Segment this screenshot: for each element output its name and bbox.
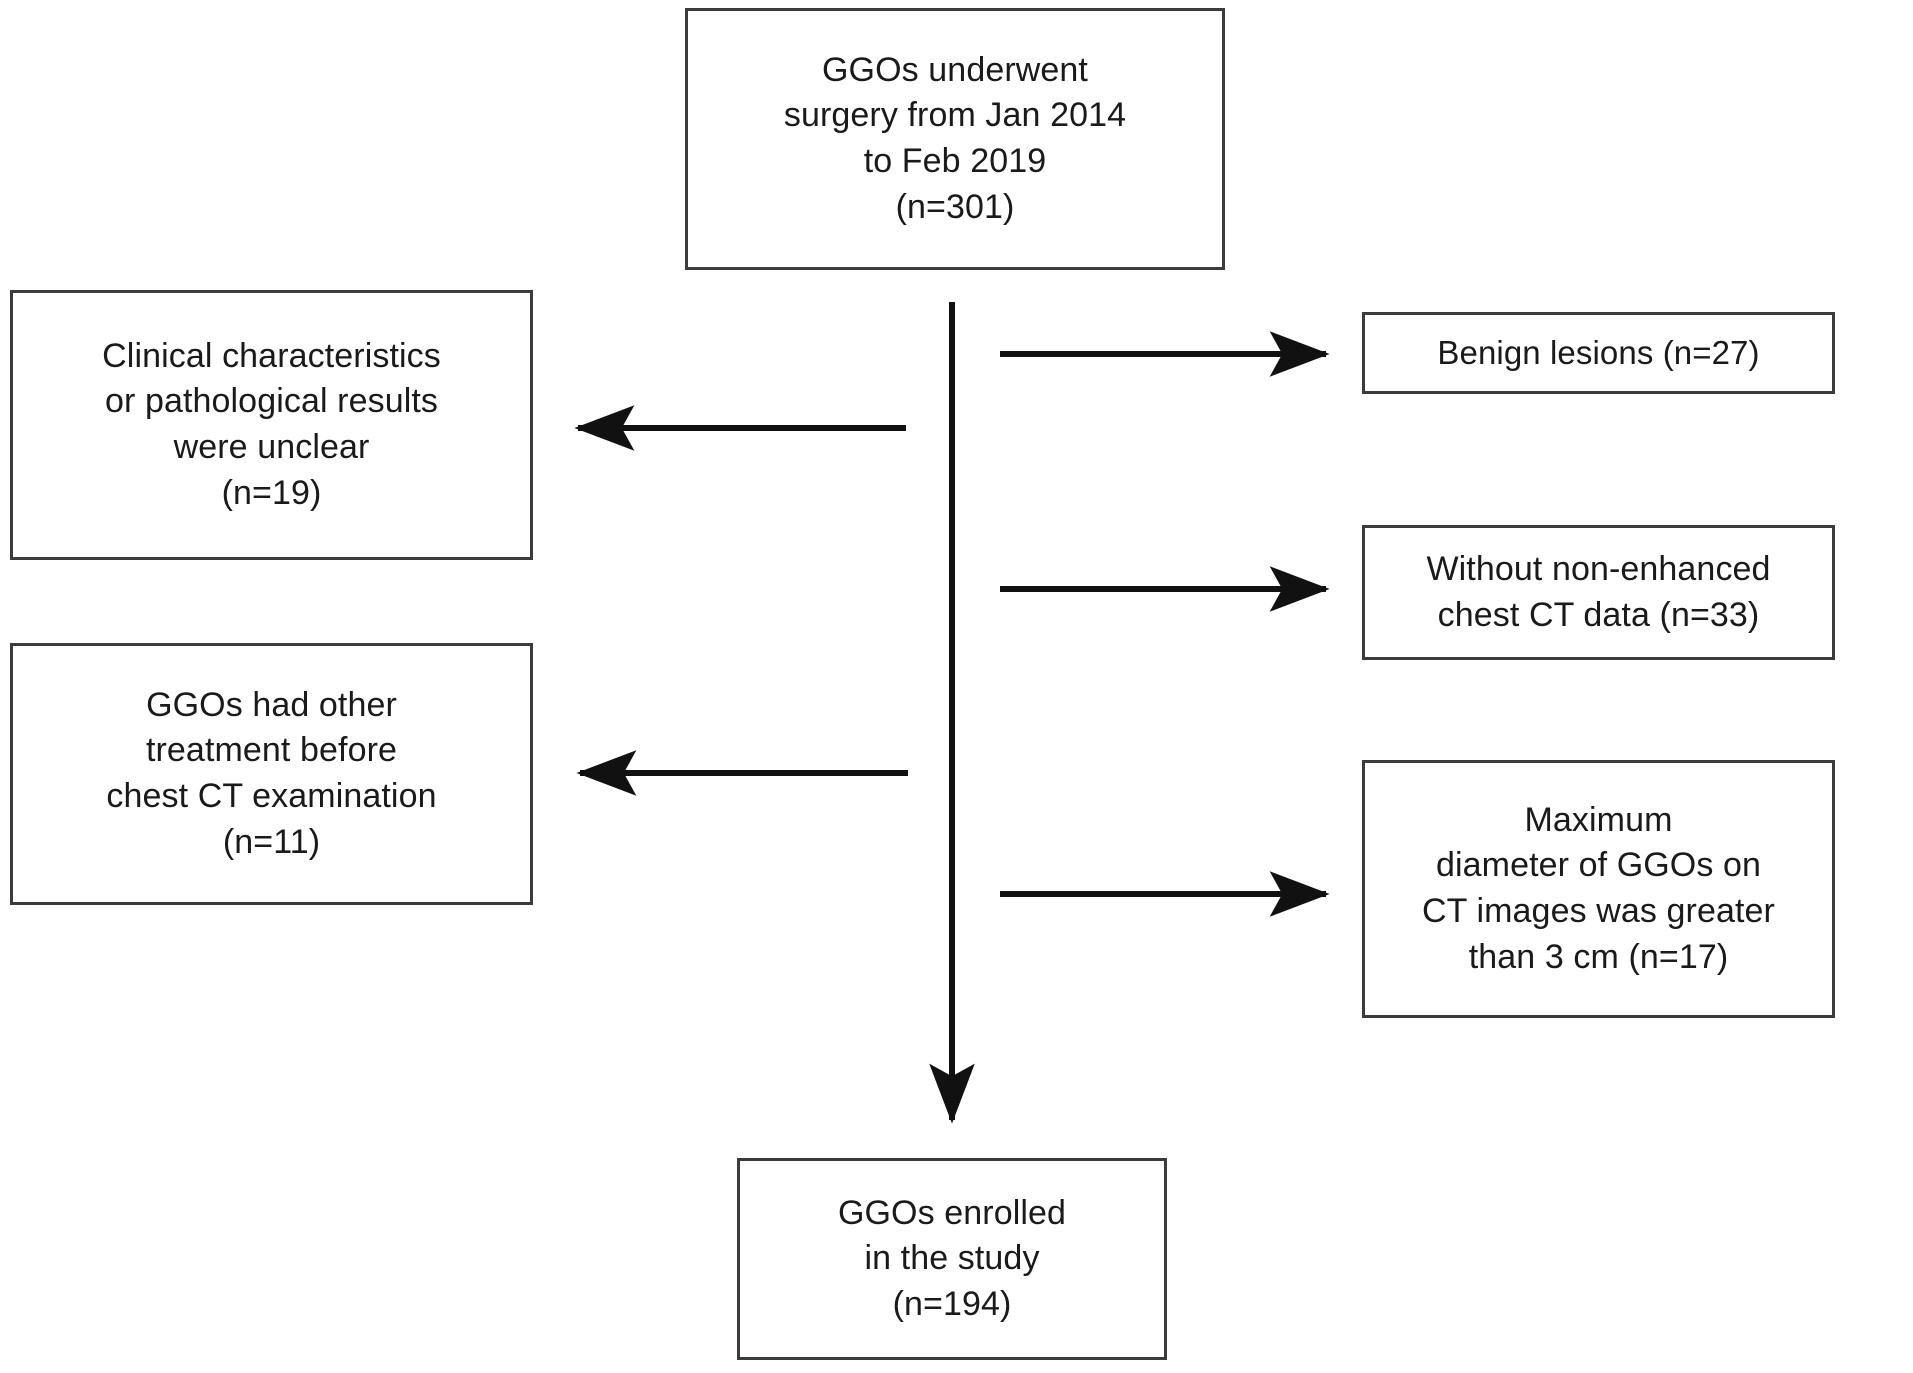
flow-node-enrolled: GGOs enrolled in the study (n=194) bbox=[737, 1158, 1167, 1360]
flow-node-exclude-no-nonenhanced-ct-label: Without non-enhanced chest CT data (n=33… bbox=[1426, 549, 1771, 634]
flow-node-exclude-no-nonenhanced-ct: Without non-enhanced chest CT data (n=33… bbox=[1362, 525, 1835, 660]
flow-node-exclude-benign-lesions: Benign lesions (n=27) bbox=[1362, 312, 1835, 394]
flow-node-exclude-diameter-over-3cm: Maximum diameter of GGOs on CT images wa… bbox=[1362, 760, 1835, 1018]
flow-node-exclude-diameter-over-3cm-label: Maximum diameter of GGOs on CT images wa… bbox=[1422, 800, 1775, 976]
flow-node-exclude-prior-treatment-label: GGOs had other treatment before chest CT… bbox=[106, 685, 437, 861]
flow-node-enrolled-label: GGOs enrolled in the study (n=194) bbox=[837, 1193, 1067, 1323]
flow-node-exclude-prior-treatment: GGOs had other treatment before chest CT… bbox=[10, 643, 533, 905]
flow-node-exclude-clinical-unclear: Clinical characteristics or pathological… bbox=[10, 290, 533, 560]
flow-node-source-label: GGOs underwent surgery from Jan 2014 to … bbox=[783, 50, 1127, 226]
flow-node-exclude-benign-lesions-label: Benign lesions (n=27) bbox=[1437, 333, 1760, 371]
flow-node-source: GGOs underwent surgery from Jan 2014 to … bbox=[685, 8, 1225, 270]
flow-node-exclude-clinical-unclear-label: Clinical characteristics or pathological… bbox=[102, 336, 441, 512]
